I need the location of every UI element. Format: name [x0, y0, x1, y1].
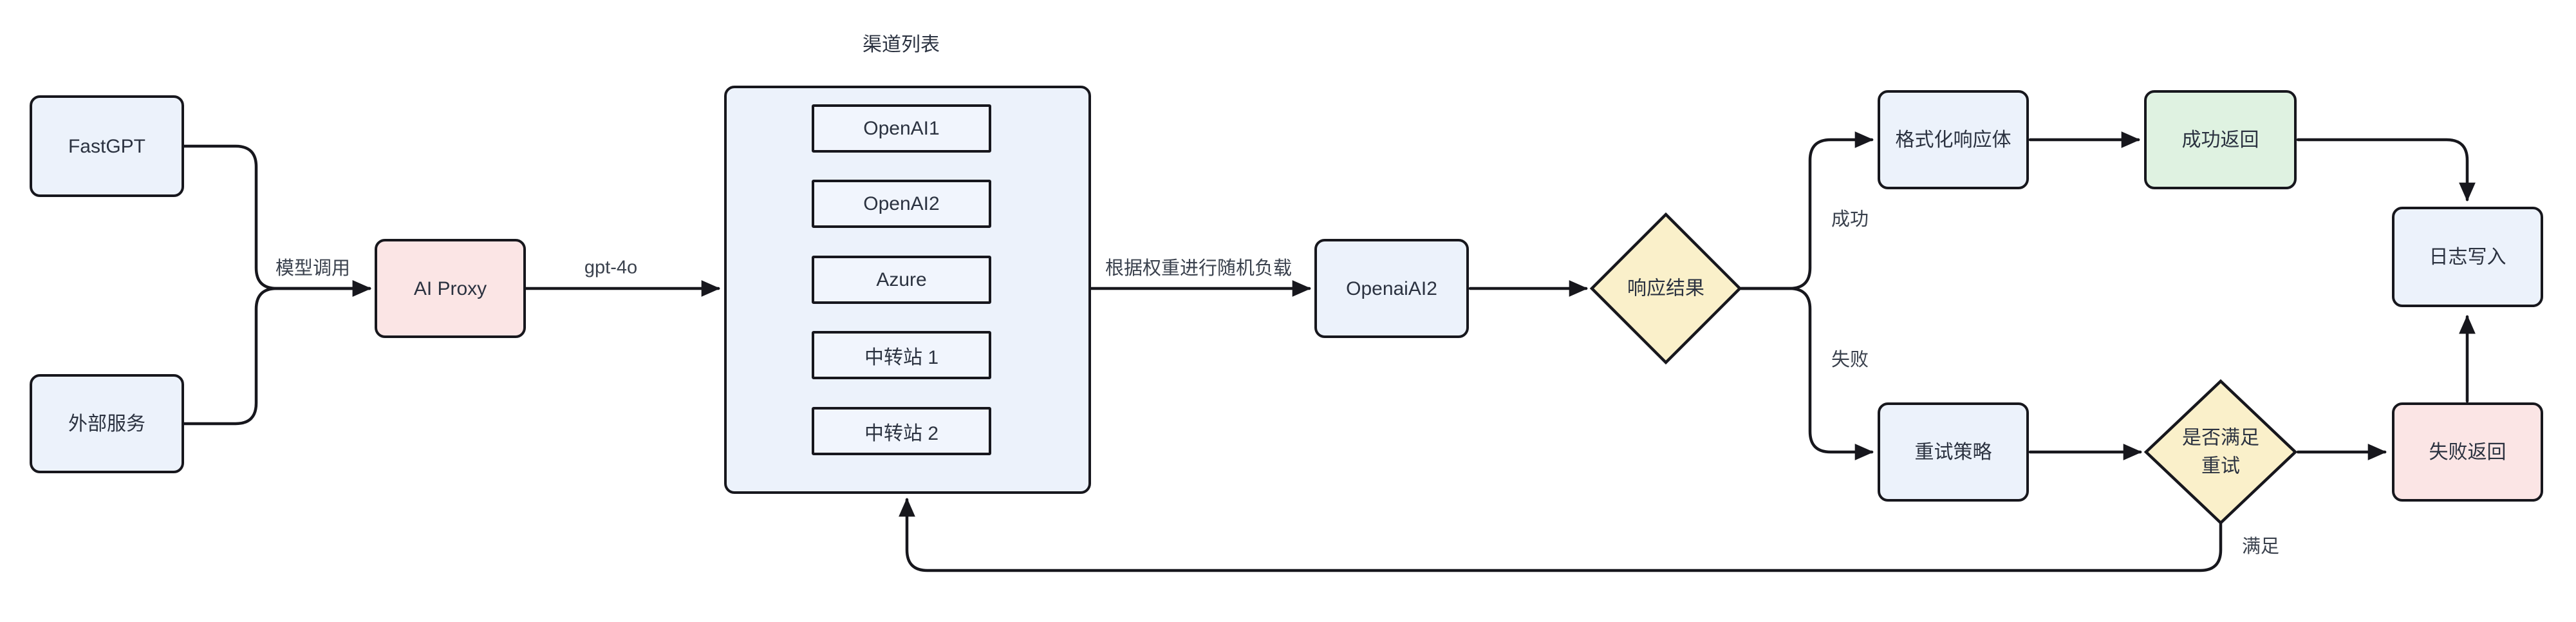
decision-retry-check-line2: 重试: [2201, 455, 2240, 476]
node-fastgpt-label: FastGPT: [68, 135, 145, 157]
node-retry-strategy-label: 重试策略: [1914, 441, 1992, 463]
node-log-write: 日志写入: [2392, 207, 2543, 307]
channel-item-relay2: 中转站 2: [812, 407, 991, 455]
node-external-service: 外部服务: [30, 374, 184, 473]
edge-check-satisfied-loop-to-channels: [899, 498, 2223, 572]
edge-response-success-to-format: [1739, 131, 1874, 290]
node-success-return: 成功返回: [2144, 90, 2297, 189]
channel-list-title: 渠道列表: [863, 34, 940, 55]
decision-retry-check-label: 是否满足 重试: [2182, 424, 2259, 480]
edge-label-success: 成功: [1831, 209, 1869, 230]
node-format-response-body: 格式化响应体: [1878, 90, 2029, 189]
edge-label-model-call: 模型调用: [275, 258, 351, 279]
node-ai-proxy: AI Proxy: [375, 239, 526, 338]
decision-response-result-label: 响应结果: [1627, 278, 1704, 299]
node-success-return-label: 成功返回: [2181, 129, 2259, 151]
node-ai-proxy-label: AI Proxy: [413, 278, 487, 299]
channel-item-azure: Azure: [812, 256, 991, 304]
decision-retry-check-line1: 是否满足: [2182, 427, 2259, 449]
node-openai-ai2-label: OpenaiAI2: [1346, 278, 1437, 299]
node-fail-return-label: 失败返回: [2429, 441, 2506, 463]
node-fastgpt: FastGPT: [30, 95, 184, 197]
edge-label-weighted-load: 根据权重进行随机负载: [1105, 258, 1293, 279]
edge-label-gpt4o: gpt-4o: [584, 257, 638, 278]
node-fail-return: 失败返回: [2392, 402, 2543, 502]
edge-success-return-to-log: [2296, 138, 2476, 202]
channel-item-relay1-label: 中转站 1: [864, 346, 939, 368]
node-retry-strategy: 重试策略: [1878, 402, 2029, 502]
channel-item-relay1: 中转站 1: [812, 331, 991, 379]
decision-response-result-shape: [1589, 212, 1742, 365]
node-format-response-body-label: 格式化响应体: [1895, 129, 2011, 151]
channel-item-openai1-label: OpenAI1: [863, 117, 940, 139]
node-external-service-label: 外部服务: [68, 413, 145, 435]
edge-label-satisfied: 满足: [2241, 536, 2280, 557]
channel-item-openai2: OpenAI2: [812, 180, 991, 228]
node-log-write-label: 日志写入: [2429, 246, 2506, 268]
channel-item-openai1: OpenAI1: [812, 104, 991, 153]
edge-response-fail-to-retry: [1739, 287, 1874, 460]
edge-external-to-aiproxy: [182, 280, 371, 426]
node-openai-ai2: OpenaiAI2: [1314, 239, 1469, 338]
decision-retry-check-shape: [2143, 379, 2298, 525]
edge-fastgpt-to-aiproxy: [182, 144, 371, 297]
channel-item-azure-label: Azure: [876, 269, 927, 290]
edge-label-fail: 失败: [1831, 350, 1869, 370]
channel-item-openai2-label: OpenAI2: [863, 193, 940, 214]
channel-item-relay2-label: 中转站 2: [864, 422, 939, 444]
